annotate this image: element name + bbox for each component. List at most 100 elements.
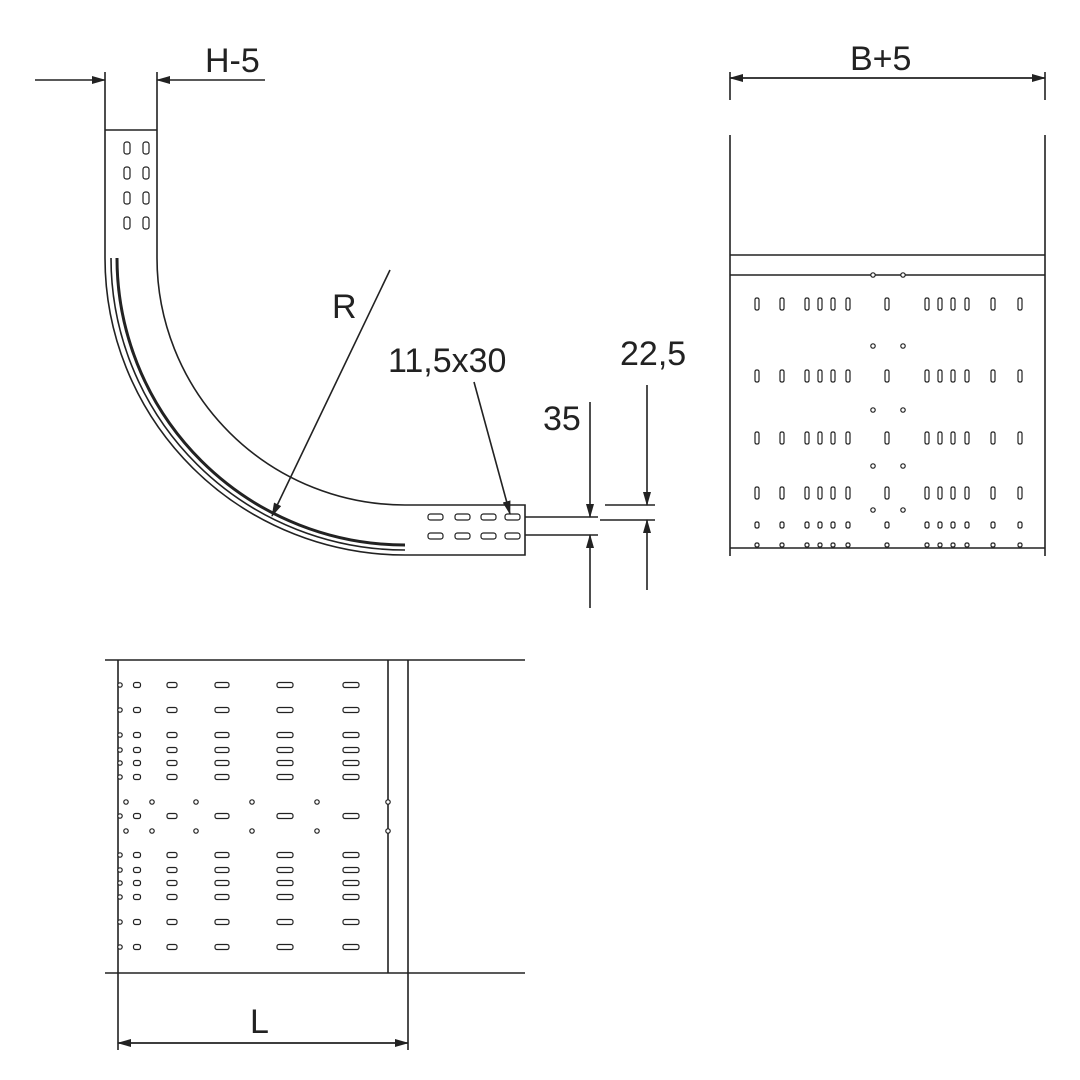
slot	[924, 542, 930, 548]
hole	[900, 463, 906, 469]
hole	[900, 407, 906, 413]
slot	[990, 369, 996, 383]
slot	[924, 369, 930, 383]
slot	[132, 759, 142, 767]
slot	[342, 773, 360, 781]
slot	[276, 746, 294, 754]
hole	[117, 852, 123, 858]
slot	[342, 943, 360, 951]
hole	[149, 799, 155, 805]
slot	[950, 542, 956, 548]
elbow-slots	[123, 141, 521, 540]
slot	[123, 166, 131, 180]
slot	[166, 866, 178, 874]
slot	[276, 879, 294, 887]
slot	[276, 812, 294, 820]
slot	[884, 369, 890, 383]
slot	[166, 812, 178, 820]
slot	[454, 532, 471, 540]
hole	[314, 828, 320, 834]
slot	[950, 521, 956, 529]
hole	[123, 799, 129, 805]
slot	[937, 542, 943, 548]
slot-size-leader: 11,5x30	[388, 342, 511, 515]
hole	[117, 732, 123, 738]
slot	[342, 746, 360, 754]
slot	[937, 297, 943, 311]
slot	[950, 297, 956, 311]
slot	[166, 773, 178, 781]
slot	[779, 431, 785, 445]
slot	[804, 369, 810, 383]
slot	[142, 191, 150, 205]
slot	[830, 486, 836, 500]
slot	[1017, 486, 1023, 500]
slot	[454, 513, 471, 521]
hole	[900, 272, 906, 278]
slot	[817, 297, 823, 311]
slot	[214, 706, 230, 714]
slot	[132, 706, 142, 714]
slot	[166, 943, 178, 951]
slot	[276, 706, 294, 714]
slot	[1017, 369, 1023, 383]
slot	[817, 369, 823, 383]
hole	[249, 799, 255, 805]
slot	[342, 879, 360, 887]
slot	[884, 542, 890, 548]
slot	[964, 486, 970, 500]
hole	[117, 682, 123, 688]
b-plus-5-label: B+5	[850, 40, 911, 78]
radius-label: R	[332, 288, 357, 326]
slot	[924, 297, 930, 311]
slot	[427, 532, 444, 540]
slot	[779, 542, 785, 548]
slot	[214, 681, 230, 689]
slot	[342, 759, 360, 767]
slot	[845, 486, 851, 500]
hole	[870, 407, 876, 413]
slot	[754, 431, 760, 445]
slot	[924, 521, 930, 529]
slot	[214, 893, 230, 901]
hole	[123, 828, 129, 834]
slot	[845, 521, 851, 529]
slot	[342, 681, 360, 689]
slot	[276, 731, 294, 739]
slot	[937, 486, 943, 500]
slot	[754, 297, 760, 311]
slot	[214, 918, 230, 926]
hole	[900, 343, 906, 349]
slot	[123, 216, 131, 230]
radius-leader: R	[271, 269, 391, 517]
slot	[504, 513, 521, 521]
slot	[132, 773, 142, 781]
slot	[845, 369, 851, 383]
slot	[754, 486, 760, 500]
slot	[214, 746, 230, 754]
slot	[779, 369, 785, 383]
hole	[117, 774, 123, 780]
slot	[214, 879, 230, 887]
slot	[132, 943, 142, 951]
end-view: B+5	[729, 40, 1046, 556]
hole	[870, 507, 876, 513]
slot	[166, 893, 178, 901]
slot	[950, 369, 956, 383]
slot	[830, 297, 836, 311]
slot	[214, 943, 230, 951]
slot	[427, 513, 444, 521]
hole	[870, 463, 876, 469]
slot	[214, 759, 230, 767]
slot	[804, 297, 810, 311]
hole	[117, 813, 123, 819]
slot	[166, 681, 178, 689]
hole	[117, 919, 123, 925]
slot	[830, 369, 836, 383]
slot	[276, 759, 294, 767]
slot	[132, 879, 142, 887]
slot	[132, 918, 142, 926]
slot	[166, 706, 178, 714]
hole	[117, 880, 123, 886]
slot	[779, 486, 785, 500]
